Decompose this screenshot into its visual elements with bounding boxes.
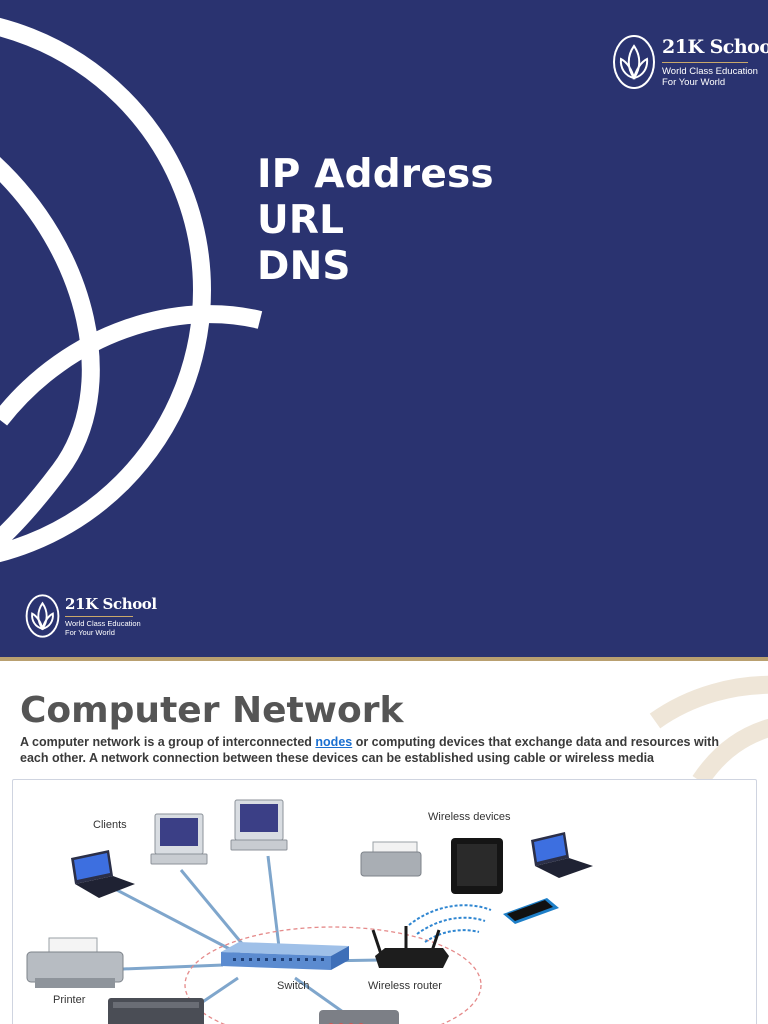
wireless-laptop-icon	[531, 832, 593, 878]
logo-divider	[662, 62, 748, 63]
logo-divider	[65, 616, 133, 617]
connection-lines	[112, 855, 384, 1024]
wireless-signal-icon	[408, 904, 492, 943]
smartphone-icon	[503, 898, 559, 924]
wireless-devices-label: Wireless devices	[428, 811, 511, 823]
title-line-url: URL	[257, 198, 345, 243]
lotus-logo-icon	[613, 35, 655, 89]
wireless-printer-icon	[360, 841, 422, 877]
logo-tagline-2: For Your World	[65, 628, 115, 637]
nodes-link[interactable]: nodes	[315, 735, 353, 749]
wireless-zone	[184, 926, 482, 1024]
clients-label: Clients	[93, 819, 127, 831]
logo-brand-text: 21K School	[662, 36, 768, 58]
slide-separator	[0, 657, 768, 661]
desktop-computer-icon	[150, 813, 208, 865]
network-storage-icon	[319, 1010, 399, 1024]
school-logo-footer: 21K School World Class Education For You…	[25, 593, 157, 639]
printer-label: Printer	[53, 994, 86, 1006]
lotus-logo-icon	[25, 594, 60, 638]
laptop-icon	[71, 850, 135, 898]
logo-tagline-1: World Class Education	[65, 619, 141, 628]
title-line-ip-address: IP Address	[257, 152, 494, 197]
wireless-router-icon	[371, 926, 449, 968]
content-slide: Computer Network A computer network is a…	[0, 661, 768, 1024]
switch-label: Switch	[277, 980, 309, 992]
decorative-arcs	[0, 17, 263, 563]
slide-description: A computer network is a group of interco…	[20, 735, 720, 766]
logo-brand-text: 21K School	[65, 595, 157, 613]
desktop-computer-icon	[230, 799, 288, 851]
tablet-icon	[451, 838, 503, 894]
title-slide: 21K School World Class Education For You…	[0, 0, 768, 657]
decorative-arc	[649, 675, 768, 787]
wireless-router-label: Wireless router	[368, 980, 442, 992]
description-text-end: or computing devices that exchange data …	[20, 735, 719, 765]
server-icon	[108, 998, 204, 1024]
printer-icon	[26, 937, 124, 988]
slide-title: IP Address URL DNS	[257, 152, 494, 290]
description-text-start: A computer network is a group of interco…	[20, 735, 316, 749]
title-line-dns: DNS	[257, 244, 351, 289]
school-logo: 21K School World Class Education For You…	[612, 34, 768, 90]
logo-tagline-2: For Your World	[662, 77, 726, 88]
network-switch-icon	[221, 942, 349, 970]
logo-tagline-1: World Class Education	[662, 66, 758, 77]
slide-heading: Computer Network	[20, 690, 404, 731]
network-diagram: Clients Wireless devices Printer Switch …	[12, 779, 757, 1024]
